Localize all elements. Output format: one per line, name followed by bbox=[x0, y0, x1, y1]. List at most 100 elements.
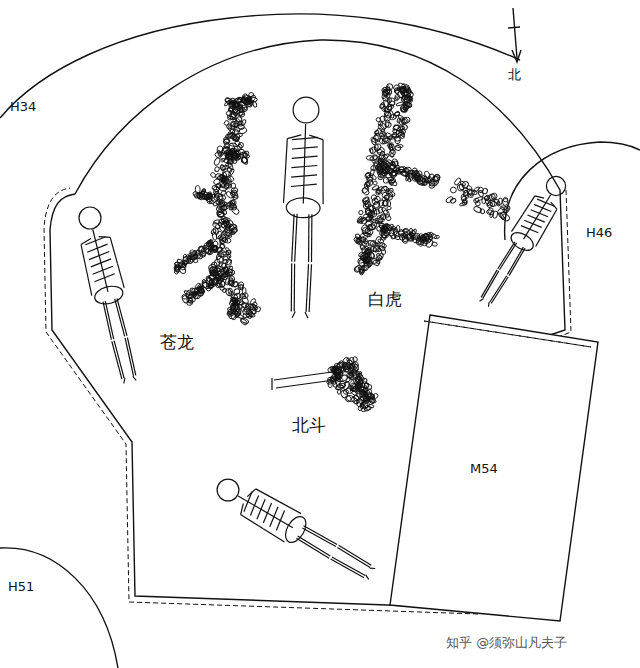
shell bbox=[432, 242, 438, 247]
pit-number: H46 bbox=[586, 226, 612, 240]
shell bbox=[244, 98, 249, 105]
bone bbox=[85, 237, 105, 245]
shell bbox=[391, 167, 397, 172]
shell bbox=[207, 283, 213, 289]
shell bbox=[407, 98, 412, 103]
shell bbox=[498, 212, 506, 221]
pit-boundary bbox=[0, 548, 118, 668]
bone bbox=[272, 368, 336, 390]
shell bbox=[232, 191, 239, 198]
shell bbox=[397, 118, 401, 124]
figure-label: 北斗 bbox=[292, 416, 326, 435]
shell bbox=[201, 250, 207, 256]
shell bbox=[222, 228, 231, 237]
pelvis bbox=[93, 284, 125, 307]
shell bbox=[237, 98, 242, 103]
shell bbox=[197, 246, 205, 254]
skull bbox=[293, 97, 319, 123]
shell bbox=[243, 150, 250, 158]
shell bbox=[370, 169, 375, 176]
shell bbox=[369, 155, 378, 161]
north-arrow bbox=[508, 27, 520, 28]
shell bbox=[212, 227, 219, 235]
shell bbox=[355, 377, 358, 383]
shell bbox=[373, 160, 381, 168]
shell bbox=[392, 132, 397, 138]
bone bbox=[322, 173, 323, 204]
bone bbox=[291, 166, 317, 168]
shell bbox=[473, 198, 479, 204]
shell bbox=[381, 186, 388, 192]
shell bbox=[238, 285, 243, 289]
shell bbox=[375, 253, 383, 261]
bone bbox=[366, 575, 369, 580]
shell bbox=[383, 223, 389, 229]
bone bbox=[279, 502, 301, 514]
bone bbox=[89, 252, 109, 260]
shell bbox=[210, 245, 218, 251]
shell bbox=[214, 192, 224, 202]
shell bbox=[398, 167, 404, 172]
shell bbox=[366, 393, 374, 398]
shell bbox=[237, 112, 245, 116]
bone bbox=[308, 214, 309, 262]
pit-boundary bbox=[0, 14, 520, 118]
shell bbox=[222, 288, 227, 293]
shell bbox=[389, 169, 399, 177]
shell bbox=[394, 231, 399, 237]
bone bbox=[94, 274, 114, 282]
bone bbox=[81, 239, 91, 245]
shell bbox=[225, 247, 232, 254]
skull bbox=[546, 176, 565, 195]
bone bbox=[303, 124, 305, 204]
shell bbox=[197, 290, 204, 297]
shell bbox=[352, 394, 360, 402]
shell bbox=[450, 187, 456, 193]
bone bbox=[127, 338, 135, 376]
shell bbox=[209, 274, 215, 281]
shell bbox=[182, 260, 188, 266]
bone bbox=[103, 302, 111, 340]
bone bbox=[295, 214, 297, 262]
shell bbox=[389, 179, 398, 186]
shell bbox=[384, 137, 391, 144]
shell bbox=[225, 288, 233, 297]
bone bbox=[512, 214, 523, 231]
shell bbox=[379, 151, 386, 160]
bone bbox=[546, 209, 557, 228]
shell bbox=[238, 111, 242, 116]
shell bbox=[369, 146, 377, 155]
shell bbox=[432, 173, 441, 182]
bone bbox=[488, 302, 490, 307]
pit-boundary bbox=[505, 142, 640, 240]
shell bbox=[412, 171, 417, 178]
shell bbox=[371, 197, 379, 205]
bone bbox=[509, 248, 525, 276]
shell bbox=[379, 102, 385, 109]
shell bbox=[370, 137, 376, 146]
bone bbox=[276, 511, 284, 531]
bone bbox=[480, 299, 484, 302]
bone bbox=[99, 236, 111, 238]
shell bbox=[497, 198, 503, 206]
bone bbox=[270, 507, 278, 527]
shell bbox=[359, 251, 368, 260]
bone bbox=[331, 559, 365, 578]
bone bbox=[534, 204, 551, 211]
bone bbox=[304, 526, 338, 545]
shell bbox=[406, 237, 414, 241]
shell bbox=[394, 112, 400, 117]
bone bbox=[287, 135, 301, 139]
shell bbox=[385, 121, 392, 128]
shell bbox=[381, 191, 391, 201]
shell bbox=[213, 157, 221, 166]
bone bbox=[124, 378, 125, 384]
skull bbox=[217, 479, 239, 501]
shell bbox=[240, 318, 249, 326]
shell bbox=[246, 312, 253, 319]
bone bbox=[337, 547, 370, 567]
bone bbox=[322, 140, 323, 173]
bone bbox=[291, 264, 293, 312]
shell bbox=[383, 87, 390, 90]
